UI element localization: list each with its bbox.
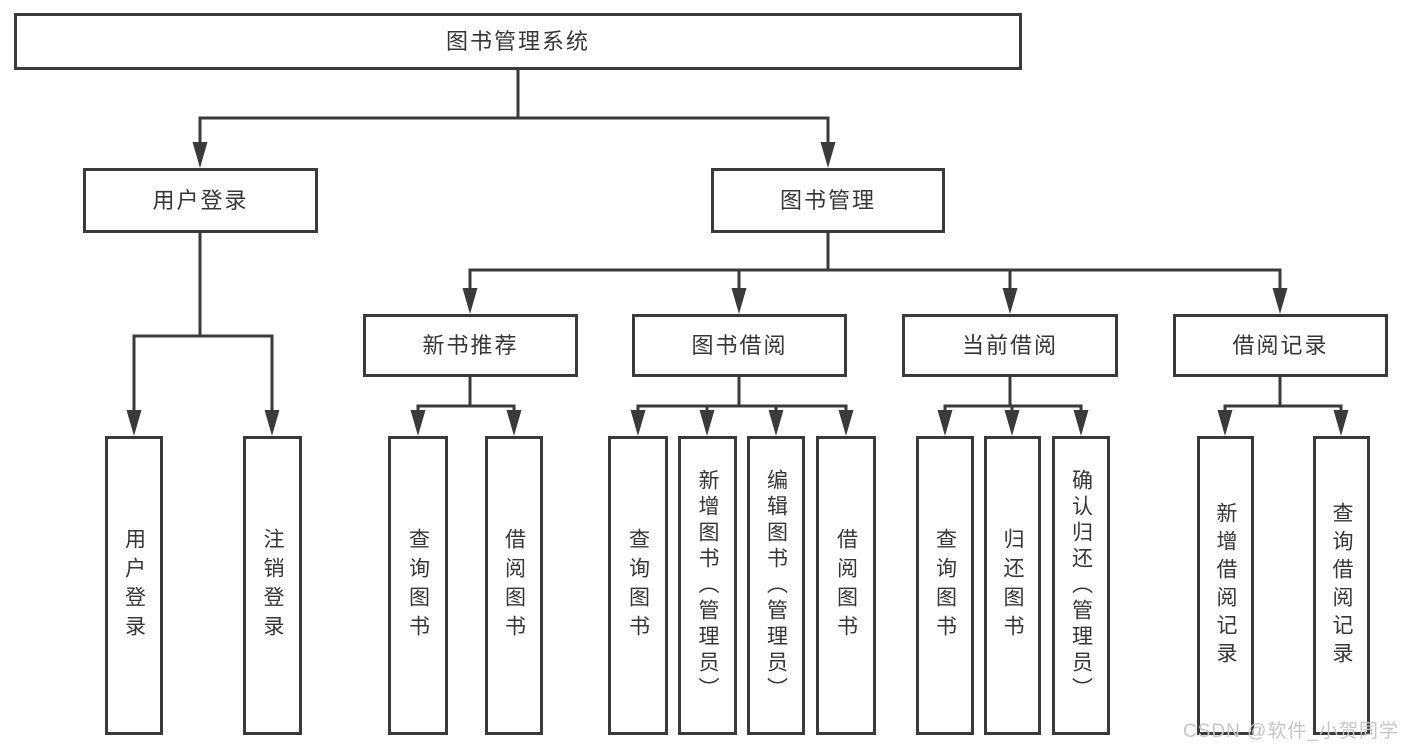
node-root: 图书管理系统: [14, 13, 1022, 70]
node-user-login: 用户登录: [83, 168, 318, 233]
leaf-rec-query-books: 查询图书: [388, 436, 448, 735]
leaf-cb-query-books: 查询图书: [916, 436, 974, 735]
leaf-br-add-record-label: 新增借阅记录: [1214, 501, 1237, 670]
leaf-bb-borrow-books: 借阅图书: [816, 436, 876, 735]
leaf-rec-query-books-label: 查询图书: [406, 527, 430, 644]
leaf-br-add-record: 新增借阅记录: [1197, 436, 1254, 735]
node-book-borrow-label: 图书借阅: [691, 332, 788, 358]
node-current-borrow-label: 当前借阅: [961, 332, 1058, 358]
node-root-label: 图书管理系统: [445, 28, 590, 54]
node-current-borrow: 当前借阅: [902, 314, 1118, 377]
leaf-bb-edit-books-label: 编辑图书（管理员）: [764, 468, 788, 703]
node-borrow-record: 借阅记录: [1173, 314, 1388, 377]
node-new-book-rec-label: 新书推荐: [422, 332, 519, 358]
leaf-bb-borrow-books-label: 借阅图书: [834, 527, 858, 644]
node-user-login-label: 用户登录: [152, 187, 249, 213]
leaf-user-login-label: 用户登录: [122, 527, 146, 644]
leaf-user-login: 用户登录: [105, 436, 163, 735]
node-borrow-record-label: 借阅记录: [1232, 332, 1329, 358]
leaf-cb-return-books: 归还图书: [984, 436, 1041, 735]
csdn-watermark: CSDN @软件_小贺同学: [1183, 721, 1399, 742]
leaf-bb-query-books: 查询图书: [608, 436, 668, 735]
leaf-rec-borrow-books-label: 借阅图书: [502, 527, 526, 644]
leaf-logout-label: 注销登录: [261, 527, 284, 644]
leaf-cb-confirm-return-label: 确认归还（管理员）: [1069, 468, 1093, 703]
leaf-rec-borrow-books: 借阅图书: [485, 436, 543, 735]
leaf-cb-return-books-label: 归还图书: [1001, 527, 1024, 644]
leaf-bb-query-books-label: 查询图书: [626, 527, 650, 644]
leaf-bb-edit-books: 编辑图书（管理员）: [747, 436, 805, 735]
leaf-cb-query-books-label: 查询图书: [933, 527, 957, 644]
leaf-cb-confirm-return: 确认归还（管理员）: [1052, 436, 1110, 735]
leaf-logout: 注销登录: [243, 436, 302, 735]
node-book-borrow: 图书借阅: [632, 314, 847, 377]
leaf-bb-add-books: 新增图书（管理员）: [678, 436, 737, 735]
node-book-mgmt: 图书管理: [711, 168, 945, 233]
node-new-book-rec: 新书推荐: [363, 314, 578, 377]
node-book-mgmt-label: 图书管理: [779, 187, 876, 213]
leaf-bb-add-books-label: 新增图书（管理员）: [696, 468, 719, 703]
leaf-br-query-record-label: 查询借阅记录: [1330, 501, 1353, 670]
leaf-br-query-record: 查询借阅记录: [1313, 436, 1370, 735]
